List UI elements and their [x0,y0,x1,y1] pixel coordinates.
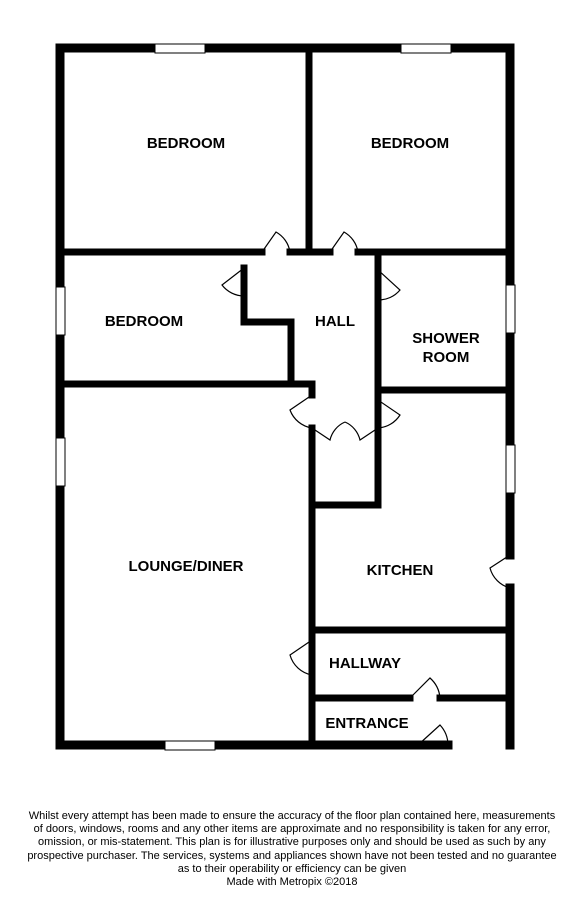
room-label-bedroom-middle: BEDROOM [105,313,183,330]
room-label-hallway: HALLWAY [329,655,401,672]
floor-plan: BEDROOM BEDROOM BEDROOM HALL SHOWER ROOM… [55,43,516,751]
room-label-bedroom-top-left: BEDROOM [147,135,225,152]
disclaimer-line: omission, or mis-statement. This plan is… [38,836,546,849]
door-swings [221,231,511,746]
disclaimer-line: prospective purchaser. The services, sys… [27,849,557,862]
outer-walls [55,43,515,750]
disclaimer-line: Whilst every attempt has been made to en… [28,810,556,822]
disclaimer: Whilst every attempt has been made to en… [4,810,580,889]
interior-walls [56,44,514,749]
windows [55,43,516,751]
disclaimer-line: as to their operability or efficiency ca… [177,862,407,875]
room-label-bedroom-top-right: BEDROOM [371,135,449,152]
room-label-entrance: ENTRANCE [325,715,408,732]
room-label-kitchen: KITCHEN [367,562,434,579]
room-label-shower-room-line1: SHOWER [412,330,480,347]
room-label-shower-room-line2: ROOM [423,349,470,366]
room-label-lounge-diner: LOUNGE/DINER [128,558,243,575]
room-label-hall: HALL [315,313,355,330]
disclaimer-line: of doors, windows, rooms and any other i… [33,823,551,836]
credit: Made with Metropix ©2018 [226,876,358,889]
